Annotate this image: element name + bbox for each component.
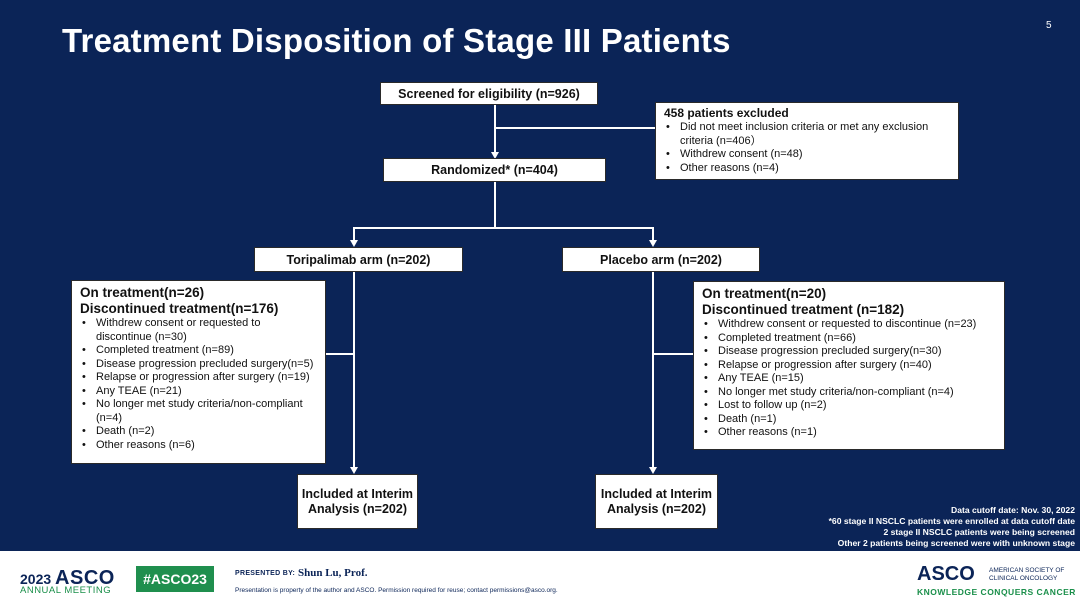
society-line: CLINICAL ONCOLOGY: [989, 575, 1058, 582]
connector-right-down: [652, 227, 654, 241]
connector-right-branch: [652, 353, 694, 355]
society-name: AMERICAN SOCIETY OF CLINICAL ONCOLOGY: [989, 567, 1064, 583]
arrow-to-left-arm: [350, 240, 358, 247]
list-item: No longer met study criteria/non-complia…: [80, 398, 317, 425]
meeting-logo: 2023 ASCO: [20, 567, 115, 590]
randomized-label: Randomized* (n=404): [431, 163, 558, 177]
note-line: Data cutoff date: Nov. 30, 2022: [950, 505, 1075, 515]
list-item: Withdrew consent (n=48): [664, 148, 950, 162]
asco-logo: ASCO: [917, 563, 975, 585]
note-line: 2 stage II NSCLC patients were being scr…: [883, 527, 1075, 537]
tagline: KNOWLEDGE CONQUERS CANCER: [917, 587, 1076, 597]
screened-box: Screened for eligibility (n=926): [380, 82, 598, 105]
toripalimab-arm-box: Toripalimab arm (n=202): [254, 247, 463, 272]
connector-left-branch: [325, 353, 354, 355]
list-item: Relapse or progression after surgery (n=…: [702, 359, 996, 373]
note-line: *60 stage II NSCLC patients were enrolle…: [828, 516, 1075, 526]
presenter-name: Shun Lu, Prof.: [298, 567, 368, 579]
list-item: Other reasons (n=1): [702, 426, 996, 440]
meeting-brand: ASCO: [55, 567, 115, 589]
toripalimab-arm-label: Toripalimab arm (n=202): [286, 252, 431, 267]
excluded-list: Did not meet inclusion criteria or met a…: [664, 121, 950, 175]
placebo-arm-box: Placebo arm (n=202): [562, 247, 760, 272]
slide: Treatment Disposition of Stage III Patie…: [0, 0, 1080, 551]
list-item: Completed treatment (n=89): [80, 344, 317, 358]
screened-label: Screened for eligibility (n=926): [398, 86, 580, 101]
list-item: Death (n=2): [80, 425, 317, 439]
list-item: Death (n=1): [702, 413, 996, 427]
left-included-label: Included at Interim Analysis (n=202): [301, 486, 414, 516]
left-included-box: Included at Interim Analysis (n=202): [297, 474, 418, 529]
list-item: No longer met study criteria/non-complia…: [702, 386, 996, 400]
connector-main-vertical: [494, 105, 496, 152]
list-item: Lost to follow up (n=2): [702, 399, 996, 413]
right-reasons-list: Withdrew consent or requested to discont…: [702, 318, 996, 440]
left-reasons-list: Withdrew consent or requested to discont…: [80, 317, 317, 452]
list-item: Disease progression precluded surgery(n=…: [80, 358, 317, 372]
arrow-to-left-included: [350, 467, 358, 474]
data-cutoff-notes: Data cutoff date: Nov. 30, 2022 *60 stag…: [829, 505, 1075, 549]
connector-randomized-down: [494, 182, 496, 227]
list-item: Other reasons (n=4): [664, 162, 950, 176]
placebo-arm-label: Placebo arm (n=202): [600, 252, 722, 267]
note-line: Other 2 patients being screened were wit…: [837, 538, 1075, 548]
placebo-disposition-box: On treatment(n=20) Discontinued treatmen…: [693, 281, 1005, 450]
connector-left-down: [353, 227, 355, 241]
connector-split-horizontal: [353, 227, 653, 229]
presented-by-label: PRESENTED BY:: [235, 570, 296, 577]
arrow-to-right-arm: [649, 240, 657, 247]
right-discontinued: Discontinued treatment (n=182): [702, 302, 905, 317]
connector-left-arm-down: [353, 272, 355, 467]
arrow-to-right-included: [649, 467, 657, 474]
list-item: Relapse or progression after surgery (n=…: [80, 371, 317, 385]
toripalimab-disposition-box: On treatment(n=26) Discontinued treatmen…: [71, 280, 326, 464]
right-on-treatment: On treatment(n=20): [702, 286, 827, 301]
arrow-to-randomized: [491, 152, 499, 159]
list-item: Any TEAE (n=15): [702, 372, 996, 386]
annual-meeting-label: ANNUAL MEETING: [20, 585, 112, 596]
hashtag-badge: #ASCO23: [136, 566, 214, 592]
society-line: AMERICAN SOCIETY OF: [989, 567, 1065, 574]
footer-bar: 2023 ASCO ANNUAL MEETING #ASCO23 PRESENT…: [0, 551, 1080, 604]
left-discontinued: Discontinued treatment(n=176): [80, 301, 279, 316]
permission-note: Presentation is property of the author a…: [235, 587, 558, 594]
connector-to-excluded: [494, 127, 655, 129]
list-item: Completed treatment (n=66): [702, 332, 996, 346]
list-item: Withdrew consent or requested to discont…: [702, 318, 996, 332]
connector-right-arm-down: [652, 272, 654, 467]
list-item: Withdrew consent or requested to discont…: [80, 317, 317, 344]
page-number: 5: [1046, 20, 1052, 31]
excluded-box: 458 patients excluded Did not meet inclu…: [655, 102, 959, 180]
slide-title: Treatment Disposition of Stage III Patie…: [62, 22, 731, 59]
right-included-box: Included at Interim Analysis (n=202): [595, 474, 718, 529]
meeting-year: 2023: [20, 571, 52, 587]
left-on-treatment: On treatment(n=26): [80, 285, 205, 300]
right-included-label: Included at Interim Analysis (n=202): [600, 486, 713, 516]
list-item: Other reasons (n=6): [80, 439, 317, 453]
randomized-box: Randomized* (n=404): [383, 158, 606, 182]
list-item: Disease progression precluded surgery(n=…: [702, 345, 996, 359]
list-item: Any TEAE (n=21): [80, 385, 317, 399]
excluded-title: 458 patients excluded: [664, 106, 789, 120]
list-item: Did not meet inclusion criteria or met a…: [664, 121, 950, 148]
